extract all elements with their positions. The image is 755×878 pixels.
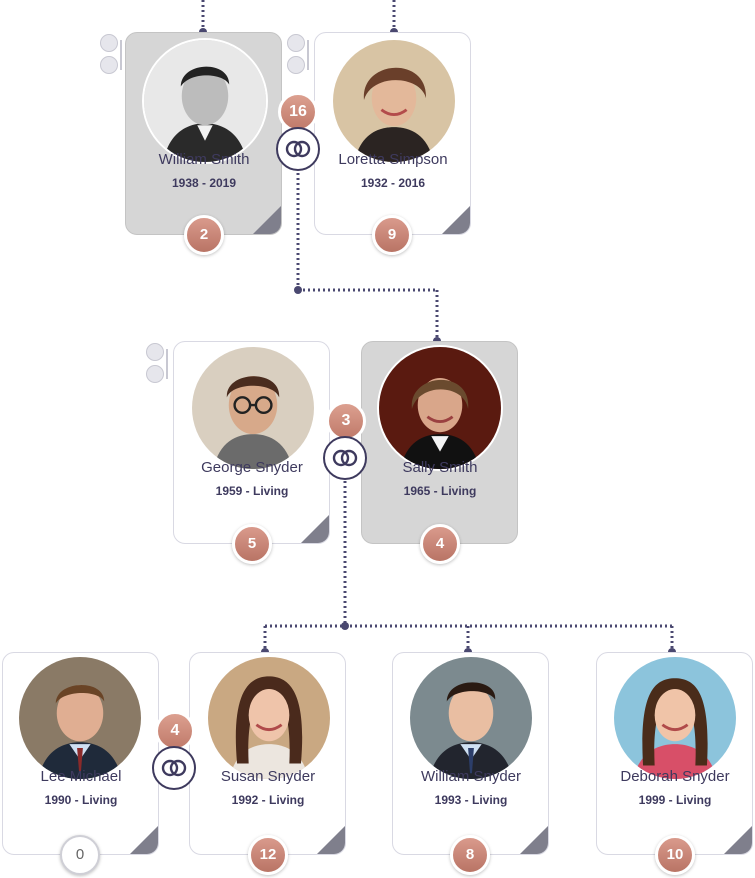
person-name: William Smith [158,151,250,168]
person-card-susan-snyder[interactable]: Susan Snyder 1992 - Living [189,652,346,855]
card-corner-fold-icon[interactable] [130,826,158,854]
person-name: Susan Snyder [220,768,316,785]
avatar [206,655,332,781]
avatar [331,38,457,164]
interlocking-rings-icon[interactable] [152,746,196,790]
card-corner-fold-icon[interactable] [253,206,281,234]
person-dates: 1990 - Living [44,793,118,807]
person-name: William Snyder [420,768,522,785]
person-name: Sally Smith [402,459,478,476]
portrait-photo [144,40,266,162]
add-parents-icon[interactable] [100,34,122,76]
descendant-count-badge[interactable]: 9 [372,215,412,255]
connector-dot [294,286,302,294]
person-dates: 1965 - Living [403,484,477,498]
person-name: Deborah Snyder [620,768,730,785]
avatar [190,345,316,471]
portrait-photo [192,347,314,469]
couple-count-badge[interactable]: 4 [155,711,195,751]
person-name: George Snyder [201,459,303,476]
avatar [377,345,503,471]
portrait-photo [333,40,455,162]
person-dates: 1993 - Living [434,793,508,807]
interlocking-rings-icon[interactable] [276,127,320,171]
descendant-count-badge[interactable]: 5 [232,524,272,564]
person-dates: 1959 - Living [215,484,289,498]
descendant-count-badge[interactable]: 10 [655,835,695,875]
descendant-count-badge[interactable]: 8 [450,835,490,875]
portrait-photo [379,347,501,469]
avatar [17,655,143,781]
interlocking-rings-icon[interactable] [323,436,367,480]
couple-count-badge[interactable]: 3 [326,401,366,441]
person-card-george-snyder[interactable]: George Snyder 1959 - Living [173,341,330,544]
add-parents-icon[interactable] [287,34,309,76]
avatar [408,655,534,781]
descendant-count-badge[interactable]: 12 [248,835,288,875]
avatar [612,655,738,781]
descendant-count-badge[interactable]: 2 [184,215,224,255]
couple-count-badge[interactable]: 16 [278,92,318,132]
person-dates: 1999 - Living [638,793,712,807]
portrait-photo [614,657,736,779]
person-dates: 1932 - 2016 [360,176,426,190]
person-name: Lee Michael [40,768,122,785]
portrait-photo [19,657,141,779]
person-card-deborah-snyder[interactable]: Deborah Snyder 1999 - Living [596,652,753,855]
card-corner-fold-icon[interactable] [520,826,548,854]
portrait-photo [410,657,532,779]
descendant-count-badge[interactable]: 4 [420,524,460,564]
connector-dot [341,622,349,630]
person-card-sally-smith[interactable]: Sally Smith 1965 - Living [361,341,518,544]
person-card-william-snyder[interactable]: William Snyder 1993 - Living [392,652,549,855]
add-parents-icon[interactable] [146,343,168,385]
person-dates: 1992 - Living [231,793,305,807]
person-card-william-smith[interactable]: William Smith 1938 - 2019 [125,32,282,235]
person-name: Loretta Simpson [338,151,448,168]
card-corner-fold-icon[interactable] [724,826,752,854]
card-corner-fold-icon[interactable] [317,826,345,854]
person-card-loretta-simpson[interactable]: Loretta Simpson 1932 - 2016 [314,32,471,235]
person-dates: 1938 - 2019 [171,176,237,190]
person-card-lee-michael[interactable]: Lee Michael 1990 - Living [2,652,159,855]
avatar [142,38,268,164]
descendant-count-badge[interactable]: 0 [60,835,100,875]
portrait-photo [208,657,330,779]
card-corner-fold-icon[interactable] [442,206,470,234]
card-corner-fold-icon[interactable] [301,515,329,543]
